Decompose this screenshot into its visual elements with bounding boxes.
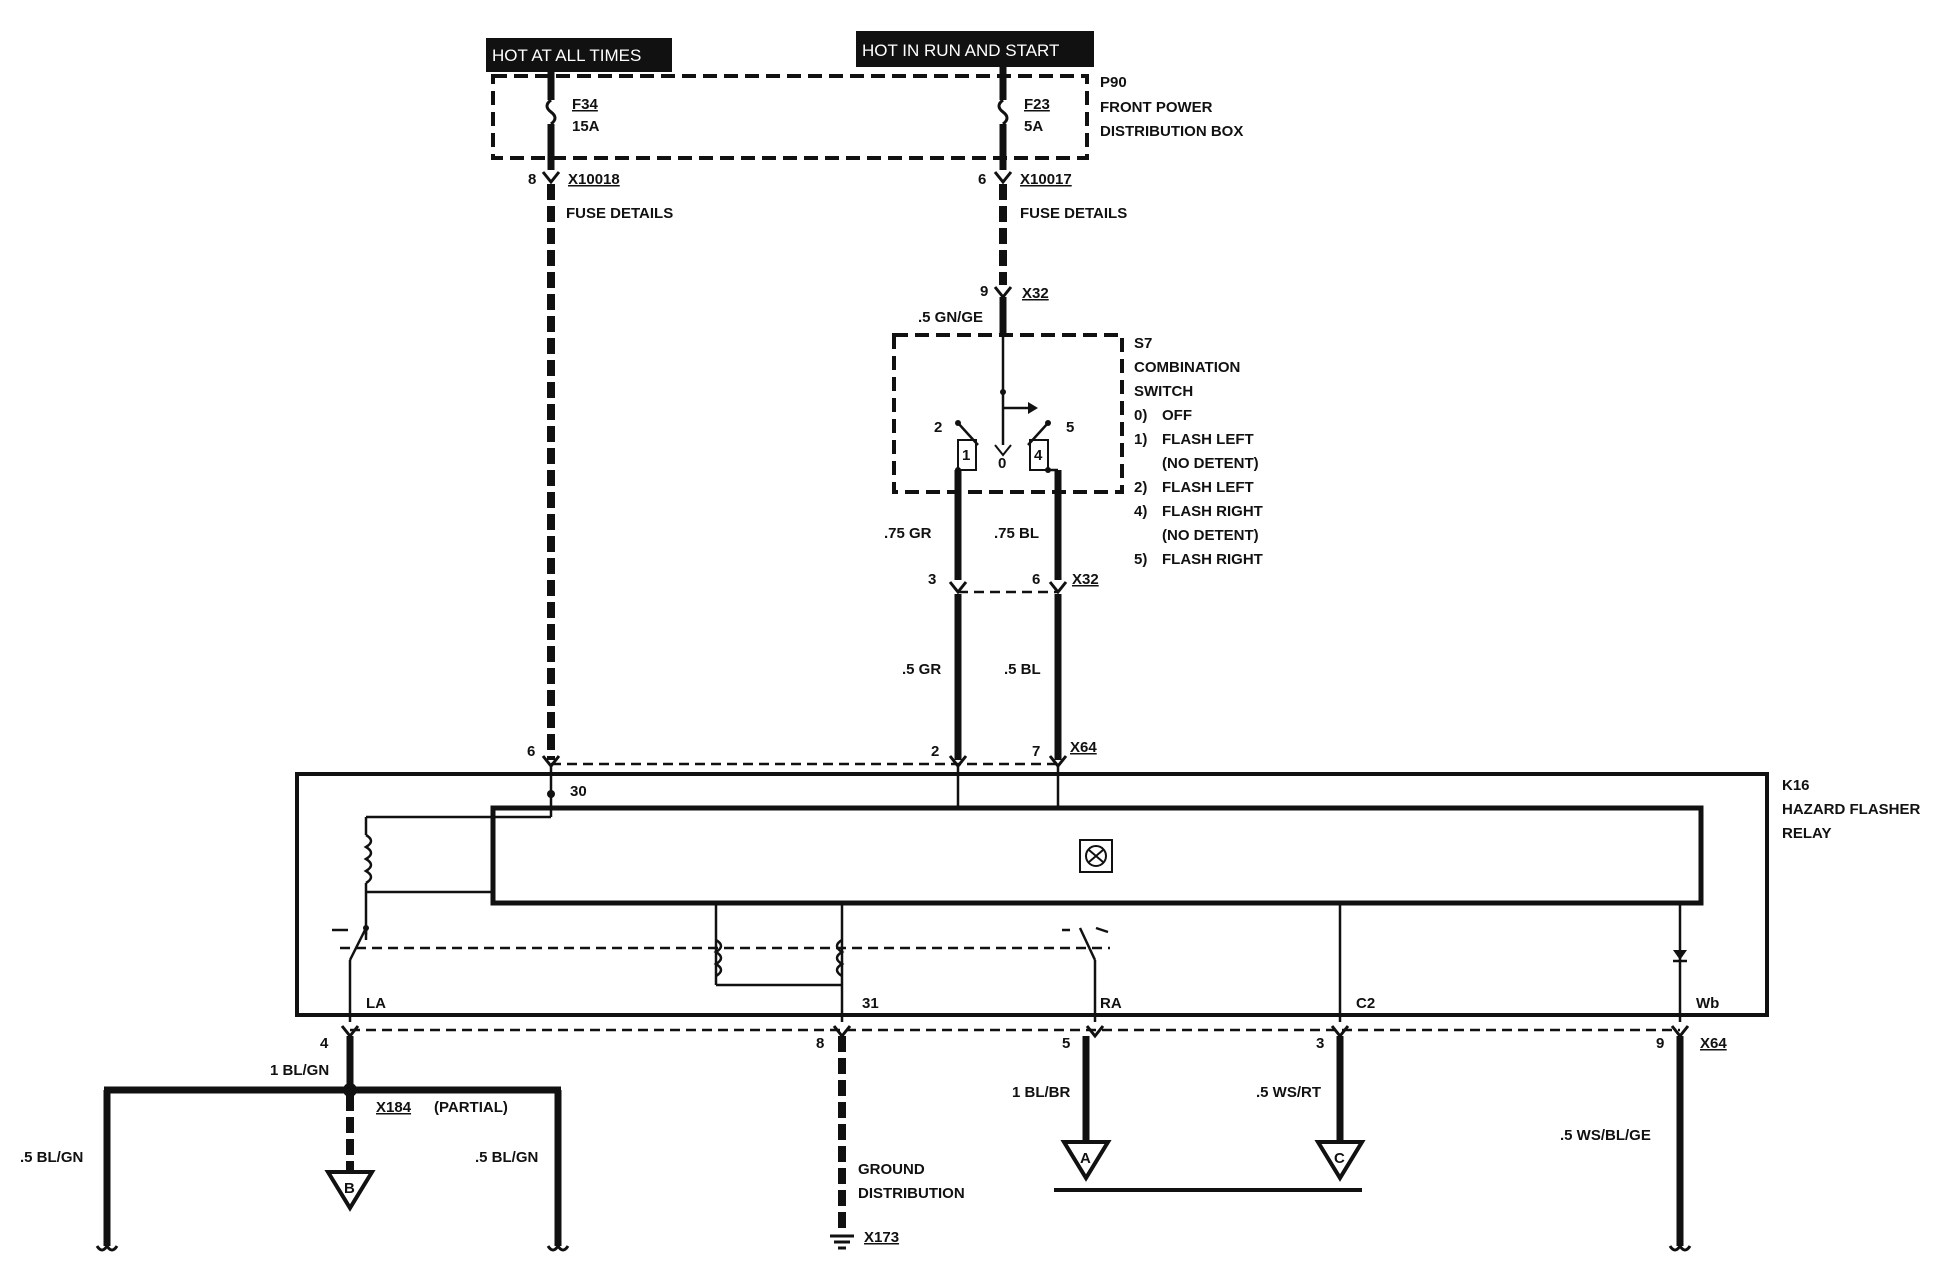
svg-text:5A: 5A <box>1024 118 1043 135</box>
ground-ref-b: B <box>324 1170 376 1212</box>
label-gn-ge: .5 GN/GE <box>918 309 983 326</box>
label-ws-rt: .5 WS/RT <box>1256 1084 1321 1101</box>
label-bl-5: .5 BL <box>1004 661 1041 678</box>
svg-text:5): 5) <box>1134 551 1147 568</box>
ground-label-2: DISTRIBUTION <box>858 1185 965 1202</box>
svg-text:X32: X32 <box>1022 285 1049 302</box>
svg-text:FLASH LEFT: FLASH LEFT <box>1162 479 1254 496</box>
svg-text:X32: X32 <box>1072 571 1099 588</box>
power-box-name-1: FRONT POWER <box>1100 99 1213 116</box>
connector-x10017: 6 X10017 FUSE DETAILS <box>978 171 1127 222</box>
combination-switch-internals: 2 1 0 4 5 <box>934 335 1074 473</box>
svg-text:31: 31 <box>862 995 879 1012</box>
svg-text:FLASH RIGHT: FLASH RIGHT <box>1162 551 1263 568</box>
svg-text:LA: LA <box>366 995 386 1012</box>
svg-text:FUSE DETAILS: FUSE DETAILS <box>1020 205 1127 222</box>
combination-switch-outline <box>892 333 1124 494</box>
fuse-f34: F34 15A <box>545 72 600 170</box>
svg-text:(NO DETENT): (NO DETENT) <box>1162 455 1259 472</box>
ground-ref-c: C <box>1314 1140 1366 1182</box>
ground-label-1: GROUND <box>858 1161 925 1178</box>
svg-text:9: 9 <box>1656 1035 1664 1052</box>
svg-text:HOT AT ALL TIMES: HOT AT ALL TIMES <box>492 46 641 65</box>
svg-text:8: 8 <box>528 171 536 188</box>
svg-text:HOT IN RUN AND START: HOT IN RUN AND START <box>862 41 1059 60</box>
hazard-flasher-relay-outline <box>295 772 1769 1017</box>
svg-text:5: 5 <box>1062 1035 1070 1052</box>
svg-text:2): 2) <box>1134 479 1147 496</box>
svg-text:X64: X64 <box>1070 739 1097 756</box>
svg-text:6: 6 <box>1032 571 1040 588</box>
svg-text:4: 4 <box>320 1035 329 1052</box>
label-bl-gn-left: .5 BL/GN <box>20 1149 83 1166</box>
svg-text:FLASH RIGHT: FLASH RIGHT <box>1162 503 1263 520</box>
power-box-id: P90 <box>1100 74 1127 91</box>
power-box-name-2: DISTRIBUTION BOX <box>1100 123 1243 140</box>
svg-text:X64: X64 <box>1700 1035 1727 1052</box>
svg-text:8: 8 <box>816 1035 824 1052</box>
svg-text:3: 3 <box>928 571 936 588</box>
label-gr-5: .5 GR <box>902 661 941 678</box>
connector-x184-note: (PARTIAL) <box>434 1099 508 1116</box>
svg-text:FUSE DETAILS: FUSE DETAILS <box>566 205 673 222</box>
svg-text:0: 0 <box>998 455 1006 472</box>
svg-text:30: 30 <box>570 783 587 800</box>
switch-name-1: COMBINATION <box>1134 359 1240 376</box>
svg-text:Wb: Wb <box>1696 995 1719 1012</box>
connector-x184-id: X184 <box>376 1099 412 1116</box>
svg-text:1): 1) <box>1134 431 1147 448</box>
svg-text:6: 6 <box>978 171 986 188</box>
svg-text:15A: 15A <box>572 118 600 135</box>
svg-text:2: 2 <box>931 743 939 760</box>
svg-text:F34: F34 <box>572 96 599 113</box>
svg-text:F23: F23 <box>1024 96 1050 113</box>
relay-id: K16 <box>1782 777 1810 794</box>
label-gr-75: .75 GR <box>884 525 932 542</box>
label-bl-gn-right: .5 BL/GN <box>475 1149 538 1166</box>
svg-text:3: 3 <box>1316 1035 1324 1052</box>
svg-text:FLASH LEFT: FLASH LEFT <box>1162 431 1254 448</box>
svg-text:4: 4 <box>1034 447 1043 464</box>
header-hot-in-run-and-start: HOT IN RUN AND START <box>856 31 1094 67</box>
svg-text:9: 9 <box>980 283 988 300</box>
label-bl-75: .75 BL <box>994 525 1039 542</box>
connector-x10018: 8 X10018 FUSE DETAILS <box>528 171 673 222</box>
svg-text:X10017: X10017 <box>1020 171 1072 188</box>
svg-text:7: 7 <box>1032 743 1040 760</box>
connector-x32-mid: 3 6 X32 <box>928 571 1099 595</box>
connector-x32-top: 9 X32 <box>980 283 1049 302</box>
header-hot-at-all-times: HOT AT ALL TIMES <box>486 38 672 72</box>
relay-name-2: RELAY <box>1782 825 1831 842</box>
svg-text:0): 0) <box>1134 407 1147 424</box>
ground-x173: X173 <box>830 1229 899 1250</box>
label-bl-br: 1 BL/BR <box>1012 1084 1071 1101</box>
svg-text:4): 4) <box>1134 503 1147 520</box>
svg-text:X173: X173 <box>864 1229 899 1246</box>
svg-text:5: 5 <box>1066 419 1074 436</box>
power-distribution-box-outline <box>491 74 1089 160</box>
svg-text:2: 2 <box>934 419 942 436</box>
relay-name-1: HAZARD FLASHER <box>1782 801 1920 818</box>
connector-x64-top: 6 2 7 X64 <box>527 739 1097 769</box>
relay-internals: 30 LA <box>332 766 1719 1022</box>
svg-text:C2: C2 <box>1356 995 1375 1012</box>
fuse-f23: F23 5A <box>997 67 1050 170</box>
svg-text:A: A <box>1080 1150 1091 1167</box>
svg-text:1: 1 <box>962 447 970 464</box>
svg-text:RA: RA <box>1100 995 1122 1012</box>
label-ws-bl-ge: .5 WS/BL/GE <box>1560 1127 1651 1144</box>
svg-text:X10018: X10018 <box>568 171 620 188</box>
svg-text:(NO DETENT): (NO DETENT) <box>1162 527 1259 544</box>
switch-id: S7 <box>1134 335 1152 352</box>
switch-positions-list: 0) OFF 1) FLASH LEFT (NO DETENT) 2) FLAS… <box>1134 407 1263 568</box>
svg-text:C: C <box>1334 1150 1345 1167</box>
svg-text:6: 6 <box>527 743 535 760</box>
connector-x64-bottom: 4 8 5 3 9 X64 <box>320 1025 1727 1052</box>
label-bl-gn-1: 1 BL/GN <box>270 1062 329 1079</box>
svg-text:B: B <box>344 1180 355 1197</box>
switch-name-2: SWITCH <box>1134 383 1193 400</box>
svg-text:OFF: OFF <box>1162 407 1192 424</box>
ground-ref-a: A <box>1060 1140 1112 1182</box>
